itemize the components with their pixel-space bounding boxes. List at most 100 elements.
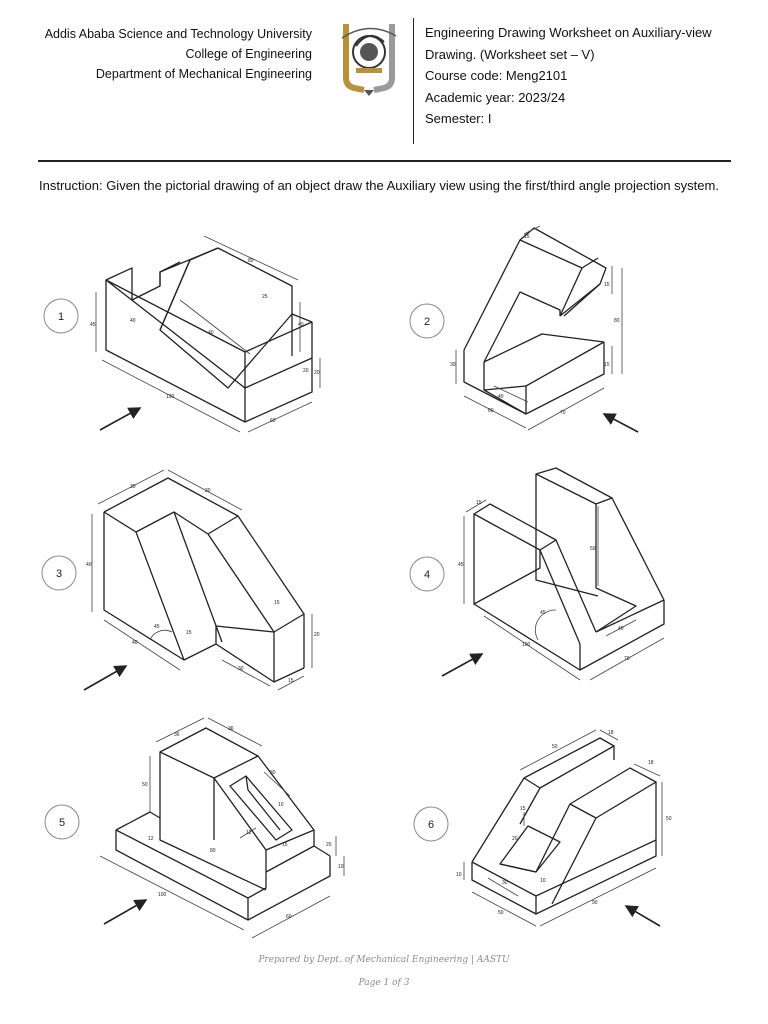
dimension-label: 20 bbox=[314, 370, 320, 376]
dimension-label: 40 bbox=[618, 626, 624, 632]
dimension-label: 50 bbox=[498, 910, 504, 916]
figure-5 bbox=[115, 727, 331, 921]
worksheet-info: Engineering Drawing Worksheet on Auxilia… bbox=[425, 22, 755, 130]
dimension-label: 45 bbox=[154, 624, 160, 630]
worksheet-title-line2: Drawing. (Worksheet set – V) bbox=[425, 46, 595, 62]
figure-2-dim-labels: 15 15 80 15 30 40 60 70 bbox=[450, 234, 620, 416]
view-direction-arrow bbox=[103, 899, 148, 925]
figure-5-dim-labels: 36 36 50 30 10 12 12 15 80 20 10 100 60 bbox=[142, 726, 344, 920]
figure-6-dim-labels: 50 18 18 15 20 50 30 10 10 50 90 bbox=[456, 730, 672, 916]
figure-1-dimensions bbox=[95, 235, 321, 433]
dimension-label: 15 bbox=[186, 630, 192, 636]
figure-4-dim-labels: 15 45 50 45 100 40 70 bbox=[458, 500, 630, 662]
dimension-label: 70 bbox=[560, 410, 566, 416]
footer-page-number: Page 1 of 3 bbox=[358, 978, 410, 988]
dimension-label: 40 bbox=[208, 330, 214, 336]
dimension-label: 20 bbox=[303, 368, 309, 374]
view-direction-arrow bbox=[99, 407, 142, 431]
dimension-label: 15 bbox=[604, 362, 610, 368]
figure-3-dim-labels: 30 30 40 45 40 15 15 30 15 20 bbox=[86, 484, 320, 684]
dimension-label: 50 bbox=[552, 744, 558, 750]
dimension-label: 20 bbox=[326, 842, 332, 848]
institution-block: Addis Ababa Science and Technology Unive… bbox=[20, 24, 312, 84]
header-rule bbox=[38, 160, 731, 162]
dimension-label: 15 bbox=[604, 282, 610, 288]
figure-1-dim-labels: 80 20 25 45 40 40 120 20 60 40 bbox=[90, 258, 320, 424]
university-name: Addis Ababa Science and Technology Unive… bbox=[44, 27, 312, 41]
figure-6-dimensions bbox=[463, 729, 663, 927]
dimension-label: 15 bbox=[524, 234, 530, 240]
dimension-label: 18 bbox=[608, 730, 614, 736]
dimension-label: 18 bbox=[648, 760, 654, 766]
dimension-label: 120 bbox=[166, 394, 175, 400]
dimension-label: 15 bbox=[288, 678, 294, 684]
dimension-label: 60 bbox=[488, 408, 494, 414]
dimension-label: 25 bbox=[262, 294, 268, 300]
figure-3 bbox=[103, 477, 305, 683]
view-direction-arrow bbox=[602, 413, 639, 433]
academic-year: Academic year: 2023/24 bbox=[425, 89, 566, 105]
university-logo bbox=[341, 24, 397, 96]
dimension-label: 10 bbox=[278, 802, 284, 808]
figure-number-circle bbox=[41, 555, 77, 591]
footer-prepared-by: Prepared by Dept. of Mechanical Engineer… bbox=[258, 955, 510, 965]
dimension-label: 50 bbox=[590, 546, 596, 552]
dimension-label: 80 bbox=[614, 318, 620, 324]
figure-number: 1 bbox=[58, 311, 64, 323]
dimension-label: 60 bbox=[286, 914, 292, 920]
dimension-label: 45 bbox=[458, 562, 464, 568]
figure-number-circle bbox=[44, 804, 80, 840]
worksheet-title-line1: Engineering Drawing Worksheet on Auxilia… bbox=[425, 25, 712, 40]
dimension-label: 100 bbox=[522, 642, 531, 648]
figure-2 bbox=[463, 227, 607, 415]
dimension-label: 15 bbox=[274, 600, 280, 606]
figure-5-dimensions bbox=[99, 717, 345, 939]
dimension-label: 60 bbox=[270, 418, 276, 424]
figure-1 bbox=[105, 247, 313, 423]
figure-number: 2 bbox=[424, 316, 430, 328]
dimension-label: 36 bbox=[174, 732, 180, 738]
semester: Semester: I bbox=[425, 111, 492, 126]
dimension-label: 15 bbox=[282, 842, 288, 848]
dimension-label: 90 bbox=[592, 900, 598, 906]
dimension-label: 20 bbox=[314, 632, 320, 638]
college-name: College of Engineering bbox=[185, 47, 312, 61]
figure-number: 4 bbox=[424, 569, 430, 581]
dimension-label: 40 bbox=[130, 318, 136, 324]
course-code: Course code: Meng2101 bbox=[425, 68, 568, 83]
figure-2-dimensions bbox=[455, 225, 623, 431]
dimension-label: 15 bbox=[520, 806, 526, 812]
instruction-text: Instruction: Given the pictorial drawing… bbox=[39, 178, 719, 193]
dimension-label: 45 bbox=[540, 610, 546, 616]
dimension-label: 30 bbox=[205, 488, 211, 494]
dimension-label: 30 bbox=[130, 484, 136, 490]
dimension-label: 80 bbox=[248, 258, 254, 264]
dimension-label: 20 bbox=[512, 836, 518, 842]
figure-number-circle bbox=[409, 556, 445, 592]
dimension-label: 80 bbox=[210, 848, 216, 854]
figure-number: 3 bbox=[56, 568, 62, 580]
dimension-label: 12 bbox=[246, 830, 252, 836]
dimension-label: 70 bbox=[624, 656, 630, 662]
department-name: Department of Mechanical Engineering bbox=[95, 67, 312, 81]
dimension-label: 40 bbox=[86, 562, 92, 568]
figure-number: 5 bbox=[59, 817, 65, 829]
dimension-label: 40 bbox=[132, 640, 138, 646]
figure-number-circle bbox=[413, 806, 449, 842]
dimension-label: 15 bbox=[476, 500, 482, 506]
dimension-label: 30 bbox=[450, 362, 456, 368]
view-direction-arrow bbox=[624, 905, 661, 927]
view-direction-arrow bbox=[83, 665, 128, 691]
dimension-label: 36 bbox=[228, 726, 234, 732]
dimension-label: 100 bbox=[158, 892, 167, 898]
dimension-label: 40 bbox=[498, 394, 504, 400]
dimension-label: 40 bbox=[298, 322, 304, 328]
figure-number-circle bbox=[409, 303, 445, 339]
dimension-label: 30 bbox=[238, 666, 244, 672]
figure-3-dimensions bbox=[91, 469, 313, 691]
dimension-label: 30 bbox=[502, 880, 508, 886]
dimension-label: 50 bbox=[666, 816, 672, 822]
figure-4 bbox=[473, 467, 665, 671]
figure-6 bbox=[471, 737, 657, 915]
